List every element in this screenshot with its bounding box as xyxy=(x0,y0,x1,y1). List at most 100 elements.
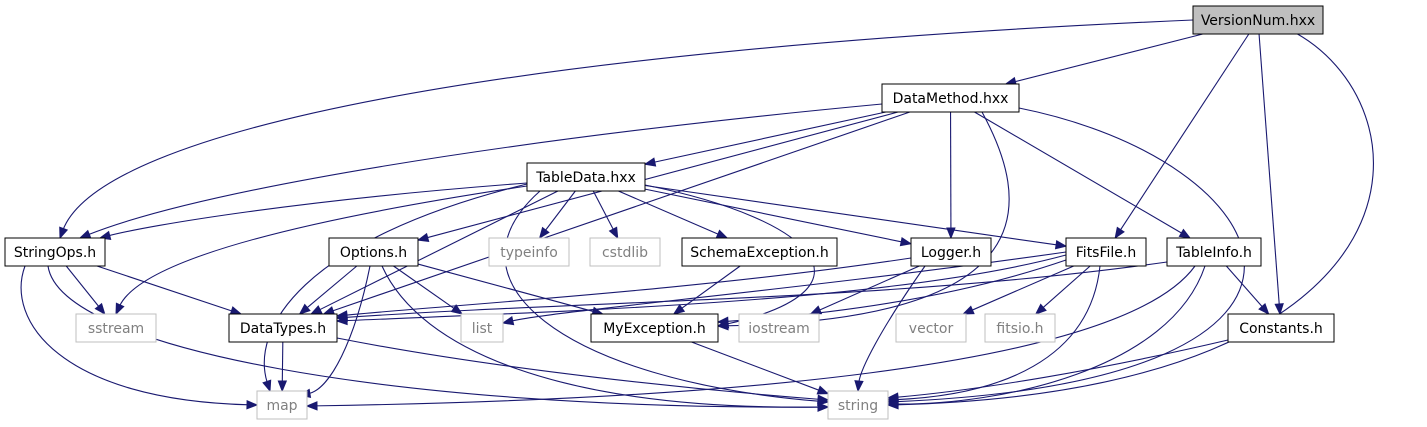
node-label: FitsFile.h xyxy=(1076,245,1136,261)
node-fitsio: fitsio.h xyxy=(984,313,1056,343)
node-map: map xyxy=(256,390,308,420)
node-tableinfo[interactable]: TableInfo.h xyxy=(1166,237,1262,267)
edge-stringops-to-sstream xyxy=(65,265,106,316)
node-tabledata[interactable]: TableData.hxx xyxy=(526,162,646,192)
arrowhead xyxy=(608,226,619,240)
node-iostream: iostream xyxy=(738,313,820,343)
edge-versionnum-to-datamethod xyxy=(1004,33,1203,87)
node-myexception[interactable]: MyException.h xyxy=(590,313,719,343)
arrowhead xyxy=(817,394,830,404)
edge-tabledata-to-logger xyxy=(644,188,913,247)
node-versionnum[interactable]: VersionNum.hxx xyxy=(1192,5,1324,35)
edge-datamethod-to-tabledata xyxy=(643,111,887,167)
edge-tableinfo-to-map xyxy=(305,265,1196,411)
arrowhead xyxy=(322,306,336,316)
arrowhead xyxy=(1274,303,1284,316)
edge-versionnum-to-constants xyxy=(1258,33,1284,316)
node-label: vector xyxy=(909,321,954,337)
node-string: string xyxy=(827,390,889,420)
arrowhead xyxy=(262,379,272,393)
node-box xyxy=(881,83,1020,113)
node-box xyxy=(328,237,419,267)
node-logger[interactable]: Logger.h xyxy=(910,237,992,267)
node-label: TableInfo.h xyxy=(1175,245,1252,261)
node-box xyxy=(1166,237,1262,267)
arrowhead xyxy=(246,399,259,410)
node-label: list xyxy=(472,321,493,337)
arrowhead xyxy=(450,304,464,315)
node-label: map xyxy=(266,398,297,414)
arrowhead xyxy=(886,399,899,409)
node-box xyxy=(526,162,646,192)
arrowhead xyxy=(854,380,864,393)
edge-options-to-datatypes xyxy=(298,265,358,315)
edge-options-to-string xyxy=(381,265,830,412)
arrowhead xyxy=(335,312,348,323)
arrowhead xyxy=(277,380,288,393)
edge-datamethod-to-datatypes xyxy=(322,111,911,316)
arrowhead xyxy=(962,305,975,315)
node-label: string xyxy=(838,398,878,414)
edge-datamethod-to-stringops xyxy=(78,103,883,239)
edge-tableinfo-to-datatypes xyxy=(335,261,1168,323)
node-box xyxy=(1227,313,1335,343)
node-box xyxy=(590,313,719,343)
node-schemaexception[interactable]: SchemaException.h xyxy=(681,237,838,267)
edge-constants-to-string xyxy=(886,339,1229,402)
node-box xyxy=(228,313,338,343)
edge-datamethod-to-tableinfo xyxy=(974,111,1192,239)
node-datamethod[interactable]: DataMethod.hxx xyxy=(881,83,1020,113)
arrowhead xyxy=(672,304,686,315)
node-box xyxy=(488,237,570,267)
node-datatypes[interactable]: DataTypes.h xyxy=(228,313,338,343)
node-box xyxy=(256,390,308,420)
edge-datamethod-to-logger xyxy=(946,111,956,240)
node-fitsfile[interactable]: FitsFile.h xyxy=(1065,237,1147,267)
edge-options-to-list xyxy=(393,265,464,315)
arrowhead xyxy=(501,316,515,326)
node-box xyxy=(895,313,967,343)
edge-tabledata-to-typeinfo xyxy=(538,190,576,240)
node-label: Options.h xyxy=(340,245,407,261)
edge-tabledata-to-cstdlib xyxy=(592,190,619,240)
edge-tabledata-to-sstream xyxy=(115,185,528,316)
arrowhead xyxy=(643,157,657,167)
edge-tableinfo-to-constants xyxy=(1225,265,1270,316)
edge-logger-to-string xyxy=(854,265,926,393)
node-label: cstdlib xyxy=(602,245,648,261)
arrowhead xyxy=(229,306,243,316)
node-options[interactable]: Options.h xyxy=(328,237,419,267)
arrowhead xyxy=(298,303,311,315)
edge-versionnum-to-stringops xyxy=(59,19,1194,240)
node-box xyxy=(827,390,889,420)
node-box xyxy=(4,237,106,267)
edge-tabledata-to-schemaexception xyxy=(618,190,729,239)
arrowhead xyxy=(78,229,92,239)
arrowhead xyxy=(816,385,830,395)
node-box xyxy=(910,237,992,267)
edge-datamethod-to-options xyxy=(416,111,899,242)
arrowhead xyxy=(817,402,830,412)
edges-layer xyxy=(20,19,1374,412)
edge-stringops-to-map xyxy=(20,265,259,410)
edge-tabledata-to-map xyxy=(262,183,528,393)
node-box xyxy=(738,313,820,343)
node-constants[interactable]: Constants.h xyxy=(1227,313,1335,343)
arrowhead xyxy=(59,226,69,240)
node-label: DataMethod.hxx xyxy=(893,91,1009,107)
arrowhead xyxy=(115,302,125,316)
nodes-layer: VersionNum.hxxDataMethod.hxxTableData.hx… xyxy=(4,5,1335,420)
arrowhead xyxy=(1178,228,1192,239)
node-stringops[interactable]: StringOps.h xyxy=(4,237,106,267)
arrowhead xyxy=(1054,240,1068,250)
node-label: Logger.h xyxy=(921,245,981,261)
arrowhead xyxy=(1258,302,1270,316)
edge-tabledata-to-fitsfile xyxy=(644,184,1068,250)
edge-datatypes-to-string xyxy=(336,337,830,404)
arrowhead xyxy=(416,232,430,242)
node-box xyxy=(589,237,661,267)
edge-fitsfile-to-list xyxy=(501,251,1067,326)
edge-options-to-myexception xyxy=(417,263,605,316)
node-label: SchemaException.h xyxy=(690,245,829,261)
